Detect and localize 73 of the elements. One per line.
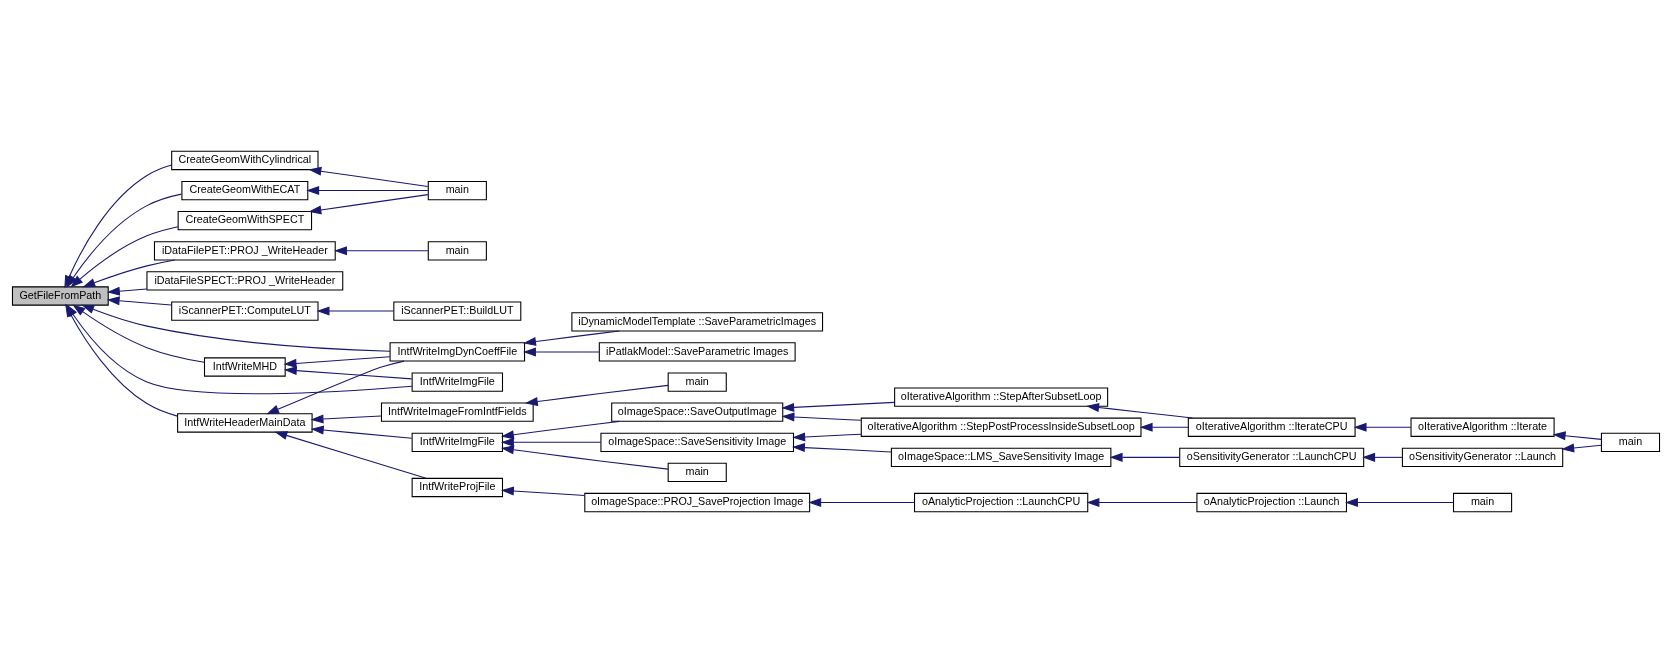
node-box: iScannerPET::ComputeLUT [171, 301, 319, 321]
arrow [106, 286, 148, 296]
arrow [500, 420, 620, 440]
node-box: IntfWriteImageFromIntfFields [380, 402, 534, 422]
arrow [334, 246, 429, 256]
arrow [306, 186, 429, 196]
arrow [808, 498, 915, 508]
node-box: IntfWriteImgFile [411, 372, 504, 392]
arrow [523, 347, 600, 357]
arrow [308, 166, 429, 188]
node-box: main [667, 462, 727, 483]
node-box: GetFileFromPath [11, 286, 109, 306]
arrow [500, 486, 586, 497]
arrow [1086, 498, 1198, 508]
arrow [274, 431, 427, 479]
arrow [266, 360, 405, 415]
arrow [310, 414, 382, 424]
arrow [283, 366, 413, 380]
node-box: CreateGeomWithSPECT [177, 211, 313, 231]
arrow [791, 443, 892, 453]
node-box: iDynamicModelTemplate ::SaveParametricImages [571, 312, 824, 332]
arrow [1345, 498, 1454, 508]
arrow [72, 304, 205, 363]
node-box: oIterativeAlgorithm ::Iterate [1410, 417, 1555, 437]
node-box: oIterativeAlgorithm ::IterateCPU [1187, 417, 1356, 437]
node-box: main [427, 241, 487, 261]
arrow [1353, 422, 1412, 432]
arrow [781, 412, 862, 422]
arrow [316, 306, 395, 316]
node-box: oImageSpace::LMS_SaveSensitivity Image [890, 447, 1112, 468]
node-box: oIterativeAlgorithm ::StepPostProcessInsideSubsetLoop [860, 417, 1142, 437]
arrow [500, 437, 602, 447]
arrow [310, 425, 413, 439]
arrow [283, 356, 391, 368]
node-box: CreateGeomWithCylindrical [171, 150, 319, 171]
node-box: oAnalyticProjection ::Launch [1196, 492, 1347, 513]
node-box: IntfWriteProjFile [411, 477, 504, 498]
node-box: oAnalyticProjection ::LaunchCPU [914, 492, 1089, 513]
arrow [1109, 452, 1180, 462]
node-box: oImageSpace::SaveOutputImage [611, 402, 784, 422]
arrow [500, 445, 669, 470]
node-box: main [1600, 432, 1661, 452]
arrow [524, 384, 669, 407]
node-box: oIterativeAlgorithm ::StepAfterSubsetLoop [894, 387, 1109, 407]
arrow [781, 401, 896, 412]
arrow [1552, 431, 1602, 441]
arrow [1086, 403, 1194, 419]
node-box: IntfWriteImgDynCoeffFile [389, 342, 526, 362]
arrow [308, 194, 429, 215]
node-box: IntfWriteMHD [203, 357, 286, 377]
node-box: IntfWriteImgFile [411, 432, 504, 452]
arrow [792, 432, 862, 442]
node-box: iScannerPET::BuildLUT [393, 301, 522, 321]
arrow [523, 330, 620, 347]
node-box: oSensitivityGenerator ::LaunchCPU [1179, 447, 1365, 468]
node-box: CreateGeomWithECAT [181, 180, 309, 201]
arrow [1139, 422, 1189, 432]
node-box: iDataFilePET::PROJ _WriteHeader [153, 241, 336, 261]
arrow [1561, 443, 1602, 453]
arrow [106, 296, 172, 306]
node-box: main [427, 180, 487, 201]
arrow [70, 226, 179, 288]
node-box: main [667, 372, 727, 392]
arrow [81, 304, 391, 352]
arrow [82, 259, 176, 288]
node-box: oImageSpace::SaveSensitivity Image [600, 432, 795, 452]
node-box: main [1452, 492, 1513, 513]
node-box: IntfWriteHeaderMainData [177, 413, 313, 433]
node-box: iPatlakModel::SaveParametric Images [598, 342, 796, 362]
arrow [1362, 452, 1403, 462]
node-box: oSensitivityGenerator ::Launch [1401, 447, 1564, 468]
node-box: iDataFileSPECT::PROJ _WriteHeader [146, 271, 344, 291]
node-box: oImageSpace::PROJ_SaveProjection Image [584, 492, 811, 513]
